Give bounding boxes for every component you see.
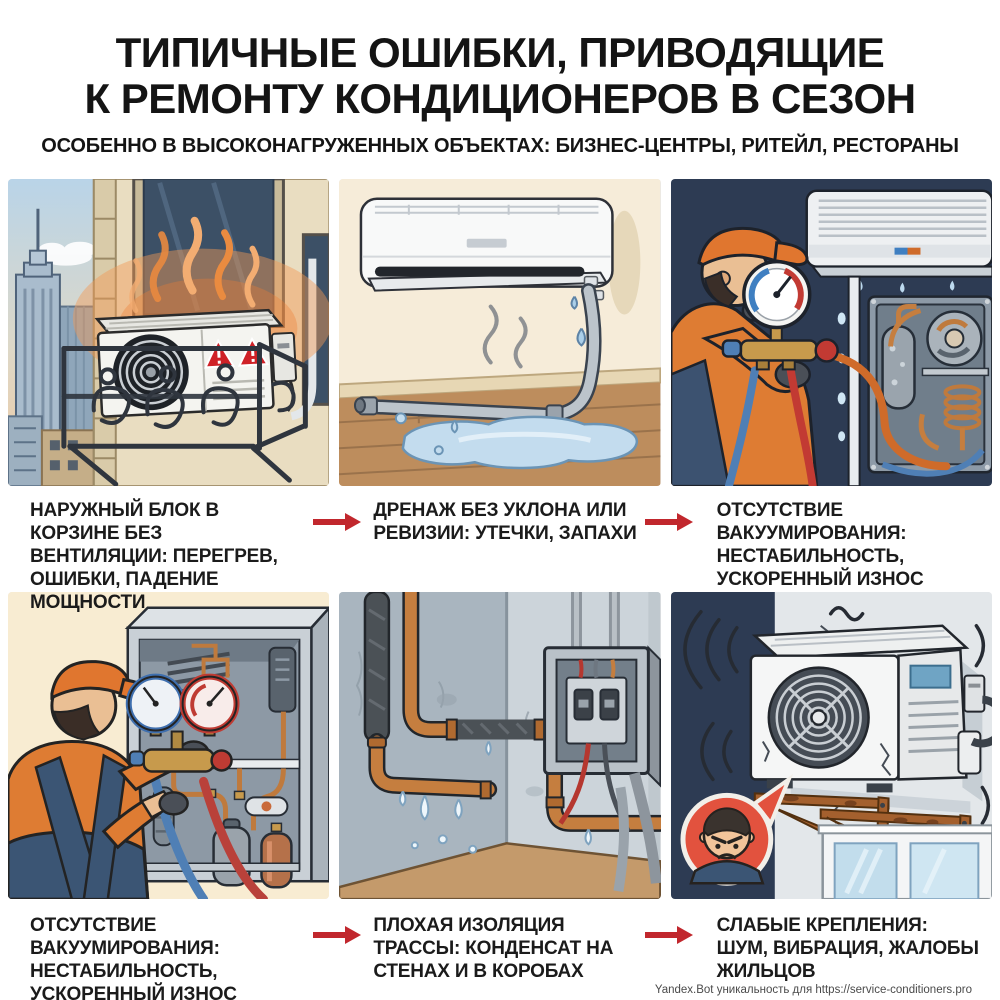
title-line-2: К РЕМОНТУ КОНДИЦИОНЕРОВ В СЕЗОН bbox=[84, 74, 916, 122]
caption-cell: ОТСУТСТВИЕ ВАКУУМИРОВАНИЯ: НЕСТАБИЛЬНОСТ… bbox=[8, 914, 341, 1000]
watermark-credit: Yandex.Bot уникальность для https://serv… bbox=[654, 984, 972, 996]
wall-shadow bbox=[608, 210, 641, 315]
panel-illustration-bad-insulation bbox=[339, 591, 661, 899]
panel-caption-1: НАРУЖНЫЙ БЛОК В КОРЗИНЕ БЕЗ ВЕНТИЛЯЦИИ: … bbox=[30, 499, 278, 614]
caption-cell: СЛАБЫЕ КРЕПЛЕНИЯ: ШУМ, ВИБРАЦИЯ, ЖАЛОБЫ … bbox=[695, 914, 992, 996]
header: ТИПИЧНЫЕ ОШИБКИ, ПРИВОДЯЩИЕ К РЕМОНТУ КО… bbox=[0, 0, 1000, 158]
panel-caption-3: ОТСУТСТВИЕ ВАКУУМИРОВАНИЯ: НЕСТАБИЛЬНОСТ… bbox=[716, 499, 924, 591]
odor-lines bbox=[483, 304, 528, 368]
arrow-icon bbox=[311, 511, 363, 533]
indoor-ac-unit bbox=[805, 189, 992, 293]
arrow-icon bbox=[643, 511, 695, 533]
service-panel bbox=[866, 294, 992, 477]
arrow-icon bbox=[311, 924, 363, 946]
insulated-pipe bbox=[364, 591, 498, 799]
window bbox=[817, 823, 992, 899]
subtitle: ОСОБЕННО В ВЫСОКОНАГРУЖЕННЫХ ОБЪЕКТАХ: Б… bbox=[41, 134, 959, 157]
panel-caption-2: ДРЕНАЖ БЕЗ УКЛОНА ИЛИ РЕВИЗИИ: УТЕЧКИ, З… bbox=[373, 499, 637, 544]
cloud bbox=[37, 241, 96, 266]
caption-cell: ПЛОХАЯ ИЗОЛЯЦИЯ ТРАССЫ: КОНДЕНСАТ НА СТЕ… bbox=[351, 914, 684, 996]
panel-illustration-no-vacuum-dark bbox=[670, 178, 992, 486]
vibration-scene bbox=[670, 591, 992, 899]
manifold-gauge-icon bbox=[721, 259, 951, 486]
baseboard bbox=[339, 366, 661, 399]
condensation-scene bbox=[339, 591, 661, 899]
gauge-cabinet-scene bbox=[8, 591, 330, 899]
fire-flames-icon bbox=[129, 216, 260, 313]
overheating-unit-scene bbox=[8, 178, 330, 486]
panel-illustration-outdoor-unit-basket bbox=[8, 178, 330, 486]
panel-caption-5: ПЛОХАЯ ИЗОЛЯЦИЯ ТРАССЫ: КОНДЕНСАТ НА СТЕ… bbox=[373, 914, 614, 982]
angry-face-icon bbox=[680, 773, 793, 886]
drain-leak-scene bbox=[339, 178, 661, 486]
caption-cell: НАРУЖНЫЙ БЛОК В КОРЗИНЕ БЕЗ ВЕНТИЛЯЦИИ: … bbox=[8, 499, 341, 614]
panels-row-1 bbox=[0, 178, 1000, 486]
dual-gauge-manifold-icon bbox=[125, 673, 240, 773]
captions-row-1: НАРУЖНЫЙ БЛОК В КОРЗИНЕ БЕЗ ВЕНТИЛЯЦИИ: … bbox=[0, 486, 1000, 614]
floor bbox=[339, 841, 661, 899]
balcony-basket bbox=[61, 341, 308, 486]
panel-illustration-no-vacuum-cabinet bbox=[8, 591, 330, 899]
panels-row-2 bbox=[0, 591, 1000, 899]
panel-illustration-drain-leak bbox=[339, 178, 661, 486]
water-drips bbox=[570, 295, 587, 347]
page-title: ТИПИЧНЫЕ ОШИБКИ, ПРИВОДЯЩИЕ К РЕМОНТУ КО… bbox=[0, 30, 1000, 122]
caption-cell: ОТСУТСТВИЕ ВАКУУМИРОВАНИЯ: НЕСТАБИЛЬНОСТ… bbox=[695, 499, 992, 592]
caption-cell: ДРЕНАЖ БЕЗ УКЛОНА ИЛИ РЕВИЗИИ: УТЕЧКИ, З… bbox=[351, 499, 684, 592]
drain-pipe bbox=[359, 282, 602, 423]
pipe-open-end bbox=[354, 396, 367, 413]
arrow-icon bbox=[643, 924, 695, 946]
panel-caption-4: ОТСУТСТВИЕ ВАКУУМИРОВАНИЯ: НЕСТАБИЛЬНОСТ… bbox=[30, 914, 237, 1000]
panel-illustration-weak-mounts bbox=[670, 591, 992, 899]
vacuum-service-scene bbox=[670, 178, 992, 486]
title-line-1: ТИПИЧНЫЕ ОШИБКИ, ПРИВОДЯЩИЕ bbox=[115, 29, 885, 76]
wall-pipe bbox=[837, 275, 861, 486]
outdoor-ac-unit bbox=[749, 624, 992, 792]
water-puddle bbox=[395, 411, 639, 469]
electrical-box bbox=[543, 591, 661, 892]
vibration-arcs-icon bbox=[682, 605, 990, 825]
captions-row-2: ОТСУТСТВИЕ ВАКУУМИРОВАНИЯ: НЕСТАБИЛЬНОСТ… bbox=[0, 899, 1000, 1000]
panel-caption-6: СЛАБЫЕ КРЕПЛЕНИЯ: ШУМ, ВИБРАЦИЯ, ЖАЛОБЫ … bbox=[716, 914, 979, 982]
indoor-ac-unit bbox=[360, 197, 615, 300]
